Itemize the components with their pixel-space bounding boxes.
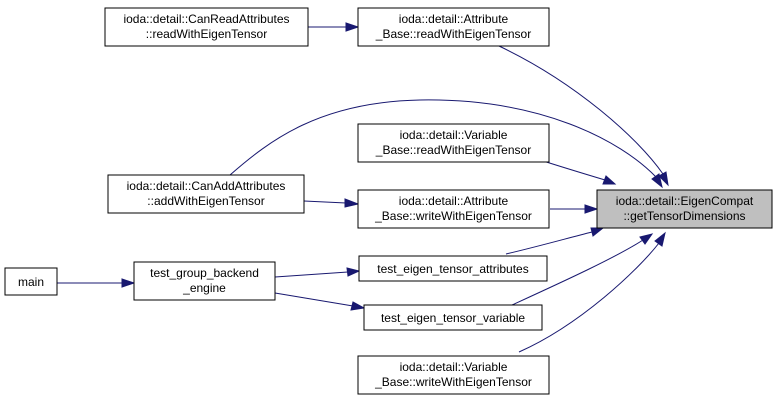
node-can-read-attributes[interactable]: ioda::detail::CanReadAttributes ::readWi…	[104, 7, 309, 47]
edge-can-read-to-attr-read	[308, 22, 360, 32]
node-test-eigen-tensor-variable[interactable]: test_eigen_tensor_variable	[363, 304, 543, 331]
node-test-eigen-tensor-attributes[interactable]: test_eigen_tensor_attributes	[358, 255, 548, 282]
node-line1: test_eigen_tensor_variable	[381, 311, 525, 325]
edge-var-read-to-target	[539, 159, 617, 185]
edge-test-attrs-to-target	[505, 227, 605, 255]
node-attribute-read[interactable]: ioda::detail::Attribute _Base::readWithE…	[357, 7, 550, 47]
node-line2: ::readWithEigenTensor	[146, 27, 267, 41]
node-line1: ioda::detail::Variable	[400, 360, 508, 374]
edge-test-group-to-test-attrs	[274, 267, 361, 278]
node-line2: _Base::readWithEigenTensor	[375, 143, 531, 157]
node-line1: ioda::detail::CanAddAttributes	[127, 179, 286, 193]
node-line1: ioda::detail::EigenCompat	[616, 194, 754, 208]
node-line1: ioda::detail::Variable	[400, 128, 508, 142]
node-line1: test_group_backend	[150, 266, 259, 280]
node-get-tensor-dimensions[interactable]: ioda::detail::EigenCompat ::getTensorDim…	[596, 189, 773, 229]
edge-main-to-test-group	[57, 278, 136, 288]
edge-attr-write-to-target	[550, 204, 599, 214]
edge-var-write-to-target	[518, 231, 666, 353]
edge-test-var-to-target	[511, 233, 654, 306]
node-line2: ::addWithEigenTensor	[147, 194, 264, 208]
node-line2: ::getTensorDimensions	[623, 209, 745, 223]
node-can-add-attributes[interactable]: ioda::detail::CanAddAttributes ::addWith…	[107, 174, 305, 214]
edge-can-add-to-target	[229, 99, 663, 189]
node-line1: main	[18, 275, 44, 289]
node-test-group-backend-engine[interactable]: test_group_backend _engine	[133, 261, 276, 301]
node-line1: ioda::detail::Attribute	[399, 12, 509, 26]
node-line1: ioda::detail::Attribute	[399, 194, 509, 208]
node-main[interactable]: main	[4, 267, 58, 296]
edge-can-add-to-attr-write	[303, 198, 360, 208]
node-attribute-write[interactable]: ioda::detail::Attribute _Base::writeWith…	[357, 189, 550, 229]
node-line2: _Base::writeWithEigenTensor	[374, 375, 532, 389]
node-line2: _Base::readWithEigenTensor	[375, 27, 531, 41]
node-line2: _engine	[182, 281, 226, 295]
node-line1: test_eigen_tensor_attributes	[377, 262, 528, 276]
node-variable-read[interactable]: ioda::detail::Variable _Base::readWithEi…	[357, 123, 550, 163]
node-line2: _Base::writeWithEigenTensor	[374, 209, 532, 223]
edge-test-group-to-test-var	[274, 292, 366, 311]
node-variable-write[interactable]: ioda::detail::Variable _Base::writeWithE…	[357, 355, 550, 395]
node-line1: ioda::detail::CanReadAttributes	[123, 12, 289, 26]
edge-attr-read-to-target	[498, 45, 669, 187]
